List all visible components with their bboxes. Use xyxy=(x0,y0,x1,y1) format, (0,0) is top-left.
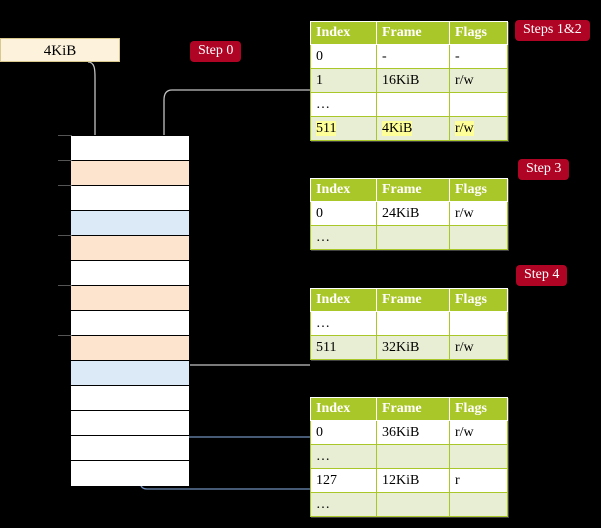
table-cell-flags xyxy=(449,311,508,336)
table-cell-flags: r/w xyxy=(449,68,508,93)
table-cell-flags: r/w xyxy=(449,420,508,445)
column-header-frame: Frame xyxy=(376,178,450,202)
table-cell-index: 511 xyxy=(310,335,377,360)
physical-memory-column xyxy=(70,135,190,486)
memory-tick-mark xyxy=(58,135,72,136)
column-header-frame: Frame xyxy=(376,288,450,312)
column-header-index: Index xyxy=(310,288,377,312)
step-badge-step0: Step 0 xyxy=(190,41,242,62)
table-cell-index: 511 xyxy=(310,116,377,141)
memory-tick-mark xyxy=(58,235,72,236)
table-cell-frame: 4KiB xyxy=(376,116,450,141)
table-cell-index: 1 xyxy=(310,68,377,93)
memory-frame-row xyxy=(71,186,189,211)
table-cell-flags: r/w xyxy=(449,201,508,226)
table-cell-flags: r xyxy=(449,468,508,493)
memory-frame-row xyxy=(71,386,189,411)
memory-tick-mark xyxy=(58,285,72,286)
table-cell-frame: 32KiB xyxy=(376,335,450,360)
column-header-flags: Flags xyxy=(449,178,508,202)
memory-frame-row xyxy=(71,211,189,236)
table-cell-frame xyxy=(376,92,450,117)
table-cell-flags: - xyxy=(449,44,508,69)
table-row: 0-- xyxy=(310,44,508,69)
table-cell-index: 0 xyxy=(310,44,377,69)
size-label-text: 4KiB xyxy=(43,43,77,59)
column-header-frame: Frame xyxy=(376,21,450,45)
table-row: … xyxy=(310,92,508,117)
column-header-flags: Flags xyxy=(449,288,508,312)
table-cell-index: … xyxy=(310,444,377,469)
memory-frame-row xyxy=(71,436,189,461)
memory-frame-row xyxy=(71,461,189,486)
table-cell-index: 0 xyxy=(310,201,377,226)
table-cell-flags xyxy=(449,492,508,517)
highlighted-value: 4KiB xyxy=(382,120,413,136)
step-badge-step4: Step 4 xyxy=(516,265,568,286)
table-cell-index: 0 xyxy=(310,420,377,445)
memory-frame-row xyxy=(71,286,189,311)
table-cell-index: … xyxy=(310,492,377,517)
table-cell-frame: 24KiB xyxy=(376,201,450,226)
table-cell-frame xyxy=(376,444,450,469)
table-row: … xyxy=(310,492,508,517)
memory-frame-row xyxy=(71,236,189,261)
memory-frame-row xyxy=(71,161,189,186)
table-cell-frame: 12KiB xyxy=(376,468,450,493)
memory-tick-mark xyxy=(58,185,72,186)
memory-tick-mark xyxy=(58,335,72,336)
table-row: … xyxy=(310,311,508,336)
table-cell-flags xyxy=(449,225,508,250)
table-cell-frame: - xyxy=(376,44,450,69)
table-cell-frame xyxy=(376,225,450,250)
step-badge-step3: Step 3 xyxy=(518,159,570,180)
table-cell-index: … xyxy=(310,311,377,336)
column-header-index: Index xyxy=(310,178,377,202)
memory-frame-row xyxy=(71,411,189,436)
column-header-index: Index xyxy=(310,397,377,421)
table-cell-flags: r/w xyxy=(449,116,508,141)
table-row: … xyxy=(310,225,508,250)
table-cell-frame xyxy=(376,311,450,336)
memory-frame-row xyxy=(71,311,189,336)
table-cell-index: … xyxy=(310,92,377,117)
table-cell-frame: 16KiB xyxy=(376,68,450,93)
table-cell-flags xyxy=(449,444,508,469)
column-header-index: Index xyxy=(310,21,377,45)
table-cell-flags: r/w xyxy=(449,335,508,360)
table-cell-index: … xyxy=(310,225,377,250)
column-header-flags: Flags xyxy=(449,21,508,45)
table-cell-flags xyxy=(449,92,508,117)
highlighted-value: 511 xyxy=(316,120,337,136)
column-header-flags: Flags xyxy=(449,397,508,421)
column-header-frame: Frame xyxy=(376,397,450,421)
table-cell-frame: 36KiB xyxy=(376,420,450,445)
memory-frame-row xyxy=(71,136,189,161)
memory-tick-mark xyxy=(58,160,72,161)
size-label-box: 4KiB xyxy=(0,38,120,62)
table-row: … xyxy=(310,444,508,469)
table-cell-index: 127 xyxy=(310,468,377,493)
table-cell-frame xyxy=(376,492,450,517)
step-badge-steps-1-2: Steps 1&2 xyxy=(515,20,590,41)
memory-frame-row xyxy=(71,336,189,361)
memory-frame-row xyxy=(71,261,189,286)
highlighted-value: r/w xyxy=(455,120,474,136)
wire-table3-to-memory xyxy=(172,296,310,366)
memory-frame-row xyxy=(71,361,189,386)
table-row: 511 4KiB r/w xyxy=(310,116,508,141)
